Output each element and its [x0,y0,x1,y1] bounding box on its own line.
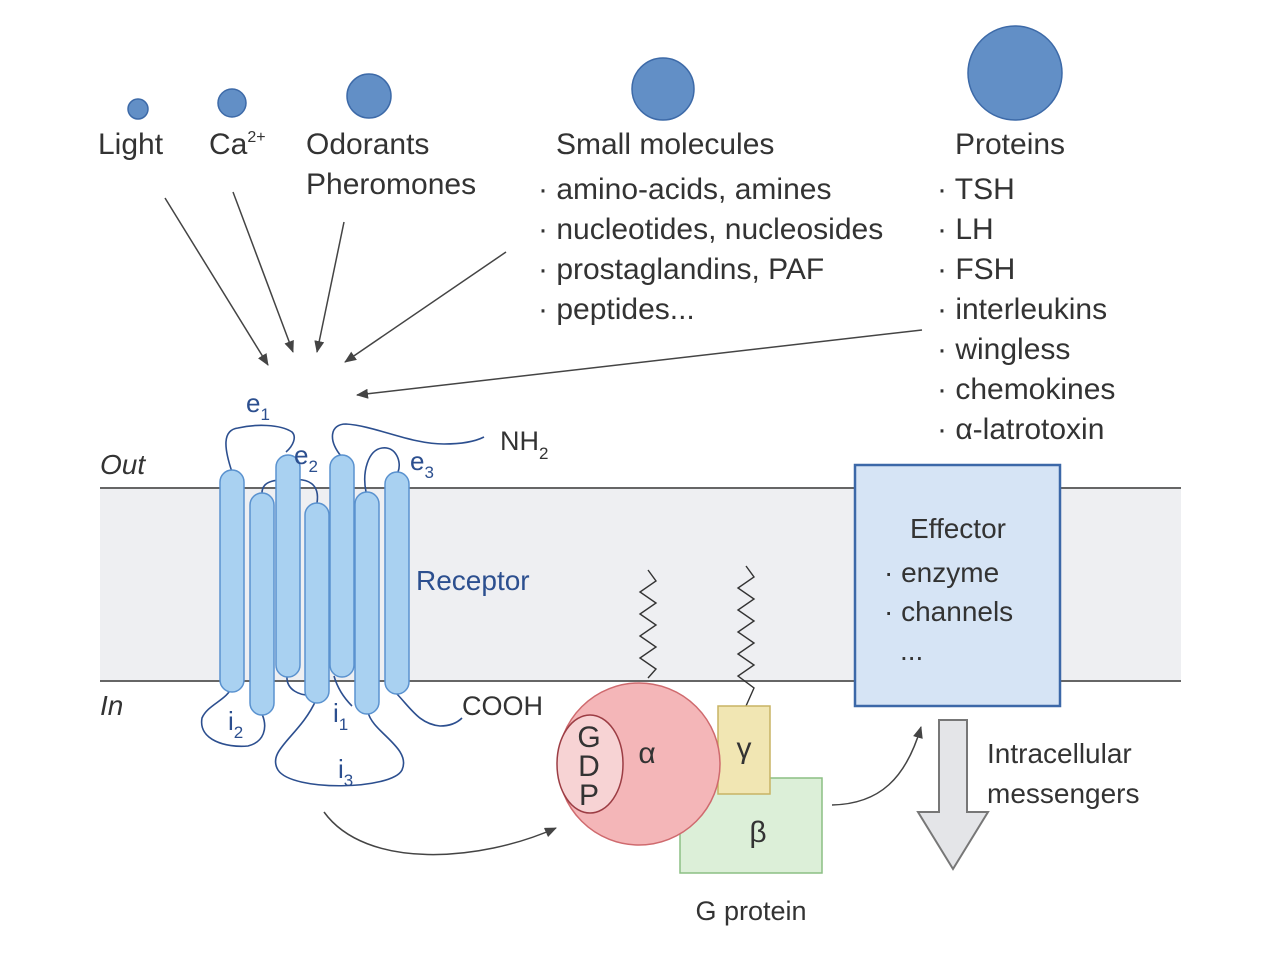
receptor-to-gprotein-arrow [323,811,557,856]
small-molecule-item: · prostaglandins, PAF [538,253,824,286]
small-molecules-circle [631,57,695,121]
protein-item: · chemokines [937,373,1115,406]
light-label: Light [98,128,164,161]
messengers-line2: messengers [987,778,1140,809]
small-molecule-item: · amino-acids, amines [538,173,831,206]
receptor-loops [201,423,485,787]
e3-label: e3 [410,446,434,482]
effector-item: · channels [884,596,1013,627]
proteins-title: Proteins [955,128,1065,161]
helix-3 [275,454,301,678]
cooh-label: COOH [462,691,543,721]
gdp-ellipse [556,714,624,814]
helix-4 [304,502,330,704]
protein-item: · α-latrotoxin [937,413,1104,446]
protein-item: · wingless [937,333,1070,366]
calcium-circle [217,88,247,118]
helix-1 [219,469,245,693]
i3-label: i3 [338,754,353,790]
protein-item: · LH [937,213,994,246]
out-label: Out [100,449,146,480]
light-circle [127,98,149,120]
arrow-proteins [356,329,923,399]
proteins-circle [967,25,1063,121]
arrow-light [164,197,269,366]
messengers-down-arrow [916,719,990,871]
helix-7 [384,471,410,695]
arrow-odorants [314,221,345,353]
effector-item: ... [900,635,923,666]
odorants-label: Odorants [306,128,429,161]
effector-box [853,463,1062,708]
receptor-helices [219,454,410,716]
i2-label: i2 [228,706,243,742]
arrow-calcium [232,191,294,353]
gdp-letter: G [577,721,600,754]
in-label: In [100,690,123,721]
odorants-circle [346,73,392,119]
small-molecule-item: · nucleotides, nucleosides [538,213,883,246]
protein-item: · interleukins [937,293,1107,326]
e2-label: e2 [294,440,318,476]
arrow-small-molecules [344,251,507,363]
alpha-label: α [638,737,655,770]
helix-2 [249,492,275,716]
nh2-label: NH2 [500,426,548,463]
gamma-label: γ [737,732,752,765]
g-gamma-subunit [717,705,771,795]
pheromones-label: Pheromones [306,168,476,201]
helix-6 [354,491,380,715]
e1-label: e1 [246,388,270,424]
gdp-letter: P [579,779,599,812]
protein-item: · TSH [937,173,1015,206]
effector-title: Effector [910,513,1006,544]
receptor-label: Receptor [416,565,530,596]
beta-label: β [749,816,766,849]
i1-label: i1 [333,698,348,734]
gprotein-to-effector-arrow [831,726,923,806]
small-molecules-title: Small molecules [556,128,774,161]
messengers-line1: Intracellular [987,738,1132,769]
g-protein-label: G protein [695,896,806,926]
effector-item: · enzyme [884,557,999,588]
alpha-lipid-anchor [638,569,658,679]
gamma-lipid-anchor [736,565,756,707]
calcium-label: Ca2+ [209,128,266,161]
small-molecule-item: · peptides... [538,293,695,326]
gdp-letter: D [578,750,600,783]
protein-item: · FSH [937,253,1015,286]
helix-5 [329,454,355,678]
